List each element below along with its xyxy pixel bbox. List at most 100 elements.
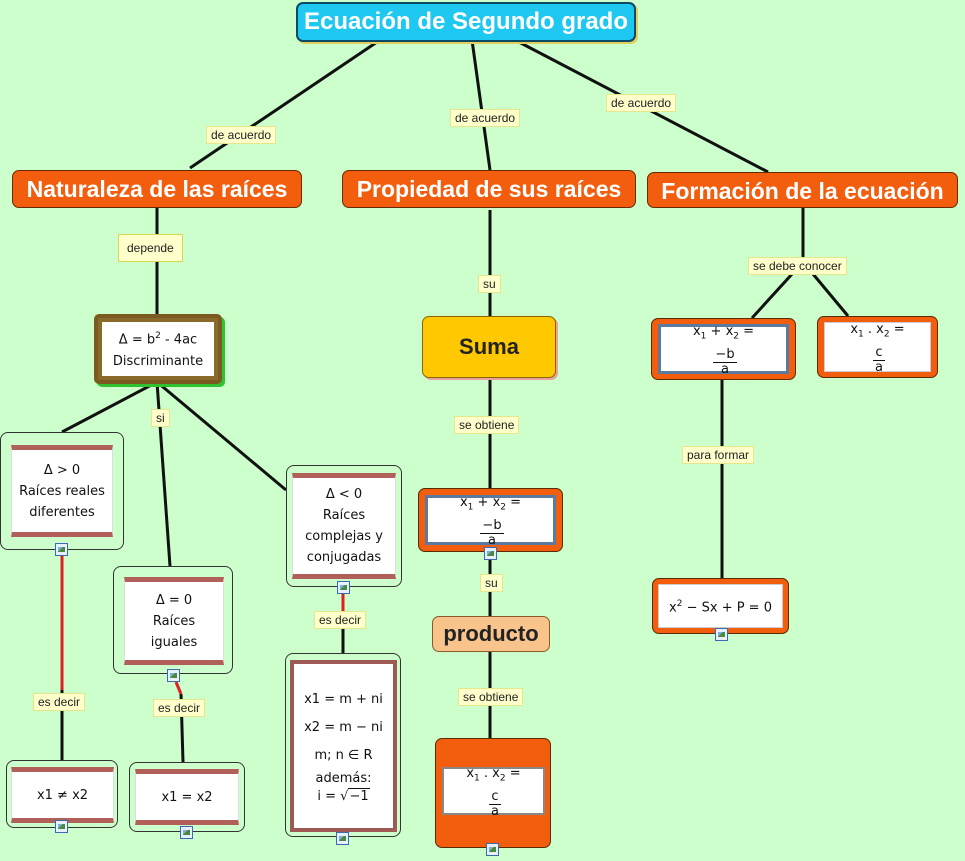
- result-complex-line2: x2 = m − ni: [304, 720, 383, 735]
- disc-exp: 2: [155, 331, 161, 342]
- link-su-1: su: [478, 275, 501, 293]
- concept-formacion[interactable]: Formación de la ecuación: [647, 172, 958, 208]
- link-de-acuerdo-3: de acuerdo: [606, 94, 677, 112]
- case-positive-node[interactable]: Δ > 0 Raíces reales diferentes: [0, 432, 124, 550]
- result-complex-line5: i = √−1: [317, 788, 370, 804]
- rsum-eq: =: [739, 324, 755, 340]
- link-se-debe-conocer: se debe conocer: [748, 257, 847, 275]
- case-zero-node[interactable]: Δ = 0 Raíces iguales: [113, 566, 233, 674]
- image-icon[interactable]: [180, 826, 193, 839]
- case-positive-content: Δ > 0 Raíces reales diferentes: [11, 445, 113, 537]
- result-complex-line4: además:: [315, 771, 372, 786]
- case-negative-node[interactable]: Δ < 0 Raíces complejas y conjugadas: [286, 465, 402, 587]
- rsum-numerator: −b: [713, 346, 737, 363]
- prod-numerator: c: [489, 788, 501, 805]
- result-equal-content: x1 = x2: [135, 769, 239, 825]
- concept-propiedad-text: Propiedad de sus raíces: [356, 176, 622, 202]
- prod-sub1: 1: [474, 773, 480, 784]
- rprod-numerator: c: [873, 344, 885, 361]
- image-icon[interactable]: [55, 543, 68, 556]
- sum-numerator: −b: [480, 517, 504, 534]
- case-negative-line3: conjugadas: [306, 550, 382, 565]
- rprod-dot: . x: [863, 322, 884, 338]
- result-equal-text: x1 = x2: [161, 789, 213, 805]
- rprod-eq: =: [889, 322, 905, 338]
- link-depende: depende: [118, 234, 183, 262]
- link-si: si: [151, 409, 170, 427]
- result-diff-text: x1 ≠ x2: [36, 787, 89, 803]
- rsum-x1: x: [692, 324, 701, 340]
- sum-eq: =: [506, 495, 522, 511]
- case-zero-content: Δ = 0 Raíces iguales: [124, 577, 224, 665]
- prod-eq: =: [505, 766, 521, 782]
- case-negative-condition: Δ < 0: [325, 487, 363, 502]
- sum-denominator: a: [488, 532, 496, 548]
- image-icon[interactable]: [336, 832, 349, 845]
- equation-node[interactable]: x2 − Sx + P = 0: [652, 578, 789, 634]
- eq-exp: 2: [676, 598, 683, 609]
- case-zero-condition: Δ = 0: [155, 592, 193, 608]
- eq-rest: − Sx + P = 0: [682, 600, 772, 616]
- link-su-2: su: [480, 574, 503, 592]
- disc-part-a: Δ = b: [118, 332, 156, 348]
- result-diff-content: x1 ≠ x2: [11, 767, 114, 823]
- rprod-sub1: 1: [858, 329, 864, 340]
- prod-dot: . x: [479, 766, 500, 782]
- image-icon[interactable]: [337, 581, 350, 594]
- result-diff-node[interactable]: x1 ≠ x2: [6, 760, 118, 828]
- concept-producto-text: producto: [443, 621, 539, 646]
- eq-x: x: [669, 600, 677, 616]
- result-complex-line1: x1 = m + ni: [304, 692, 383, 707]
- case-negative-line1: Raíces: [322, 508, 366, 523]
- link-para-formar: para formar: [682, 446, 755, 464]
- concept-naturaleza-text: Naturaleza de las raíces: [26, 176, 288, 202]
- sum-plus: + x: [473, 495, 501, 511]
- result-complex-node[interactable]: x1 = m + ni x2 = m − ni m; n ∈ R además:…: [285, 653, 401, 837]
- sum-formula-expression: x1 + x2 =: [460, 492, 521, 519]
- sum-sub2: 2: [500, 502, 506, 513]
- main-title-text: Ecuación de Segundo grado: [303, 8, 629, 35]
- image-icon[interactable]: [715, 628, 728, 641]
- link-es-decir-1: es decir: [33, 693, 86, 711]
- image-icon[interactable]: [167, 669, 180, 682]
- rsum-sub1: 1: [700, 331, 707, 342]
- main-title[interactable]: Ecuación de Segundo grado: [296, 2, 636, 42]
- equation-expression: x2 − Sx + P = 0: [669, 594, 772, 618]
- case-zero-line1: Raíces: [152, 613, 196, 629]
- case-positive-line2: diferentes: [29, 504, 95, 520]
- concept-propiedad[interactable]: Propiedad de sus raíces: [342, 170, 636, 208]
- disc-part-b: - 4ac: [160, 332, 198, 348]
- concept-suma-text: Suma: [459, 334, 519, 359]
- discriminant-label: Discriminante: [112, 353, 204, 369]
- case-zero-line2: iguales: [150, 634, 198, 650]
- result-equal-node[interactable]: x1 = x2: [129, 762, 245, 832]
- concept-producto[interactable]: producto: [432, 616, 550, 652]
- rprod-x1: x: [850, 322, 859, 338]
- concept-formacion-text: Formación de la ecuación: [661, 178, 944, 204]
- case-positive-condition: Δ > 0: [43, 462, 81, 478]
- link-se-obtiene-1: se obtiene: [454, 416, 520, 434]
- image-icon[interactable]: [484, 547, 497, 560]
- concept-suma[interactable]: Suma: [422, 316, 556, 378]
- right-sum-expression: x1 + x2 =: [693, 321, 754, 348]
- case-negative-content: Δ < 0 Raíces complejas y conjugadas: [292, 473, 396, 579]
- right-product-expression: x1 . x2 =: [850, 319, 904, 346]
- sum-x1: x: [459, 495, 468, 511]
- prod-sub2: 2: [499, 773, 506, 784]
- link-de-acuerdo-1: de acuerdo: [206, 126, 277, 144]
- rprod-sub2: 2: [883, 329, 890, 340]
- rsum-denominator: a: [721, 361, 729, 377]
- image-icon[interactable]: [486, 843, 499, 856]
- link-de-acuerdo-2: de acuerdo: [450, 109, 521, 127]
- discriminant-node[interactable]: Δ = b2 - 4ac Discriminante: [94, 314, 222, 384]
- concept-naturaleza[interactable]: Naturaleza de las raíces: [12, 170, 302, 208]
- image-icon[interactable]: [55, 820, 68, 833]
